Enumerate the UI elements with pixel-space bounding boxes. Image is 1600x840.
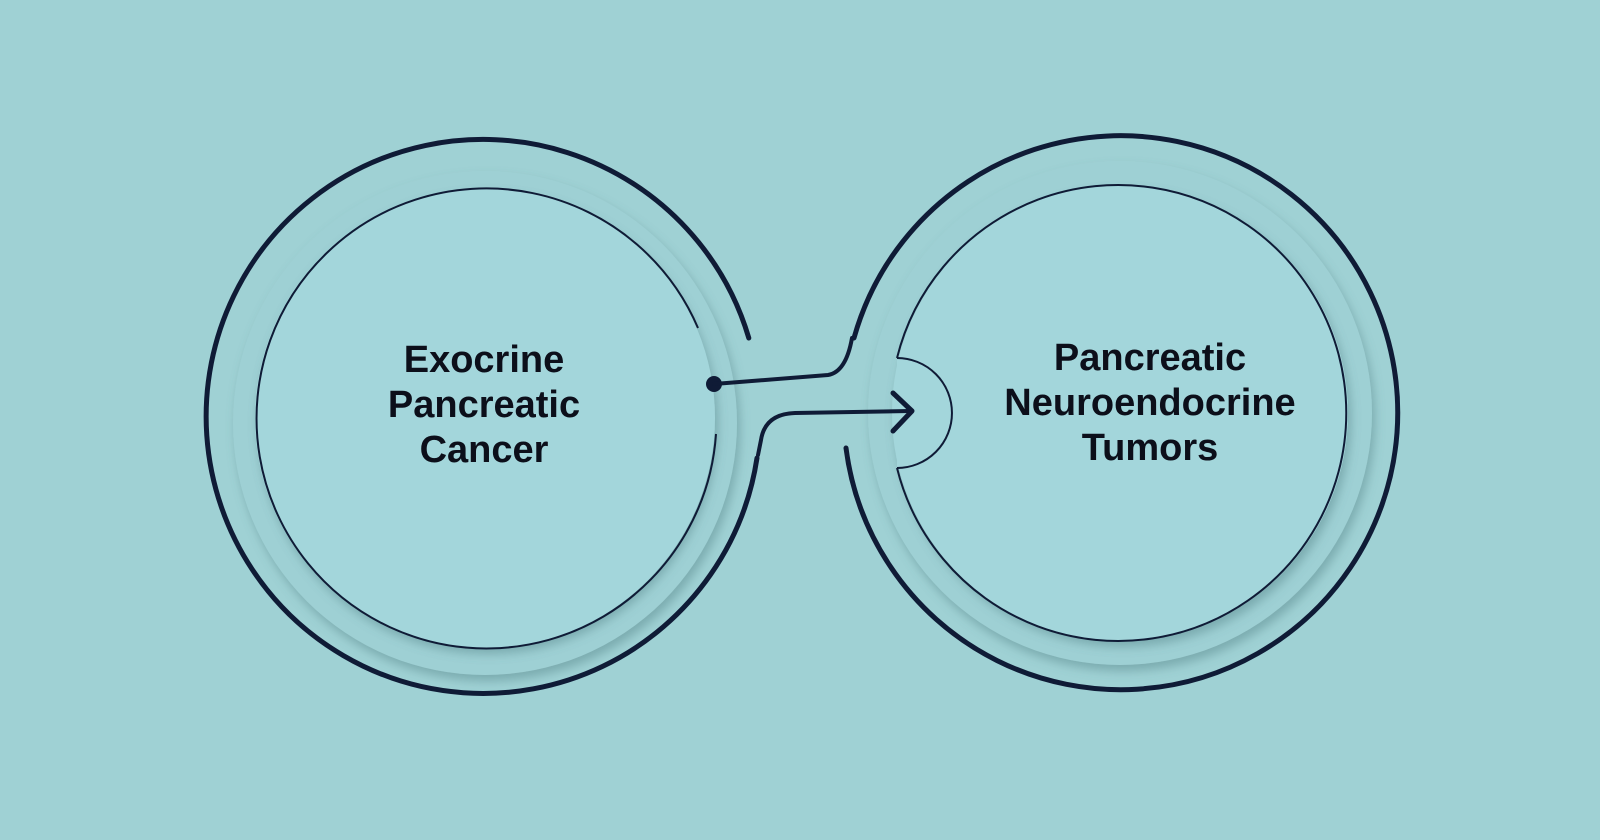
right-inner-fill bbox=[892, 185, 1348, 641]
node-left-label-line-3: Cancer bbox=[419, 428, 549, 471]
node-left-label-line-2: Pancreatic bbox=[387, 383, 581, 426]
node-left-label-line-1: Exocrine bbox=[403, 338, 565, 381]
node-left-label: Exocrine Pancreatic Cancer bbox=[284, 320, 684, 490]
right-inner-arc bbox=[896, 184, 1348, 642]
left-inner-arc bbox=[255, 187, 717, 650]
connector-line bbox=[712, 336, 854, 386]
connector-lower-line bbox=[756, 409, 912, 457]
node-right bbox=[843, 133, 1401, 693]
right-outer-arc bbox=[843, 133, 1401, 693]
left-inner-fill bbox=[255, 188, 715, 648]
node-right-label-line-1: Pancreatic bbox=[1053, 336, 1247, 379]
left-outer-arc bbox=[203, 136, 760, 696]
arrow-head-icon bbox=[890, 390, 915, 434]
node-right-label-line-3: Tumors bbox=[1081, 426, 1219, 469]
connector-arrow bbox=[706, 336, 915, 457]
right-socket bbox=[896, 357, 953, 469]
node-right-label-line-2: Neuroendocrine bbox=[1004, 381, 1296, 424]
node-right-label: Pancreatic Neuroendocrine Tumors bbox=[930, 318, 1370, 488]
node-left bbox=[203, 136, 760, 696]
